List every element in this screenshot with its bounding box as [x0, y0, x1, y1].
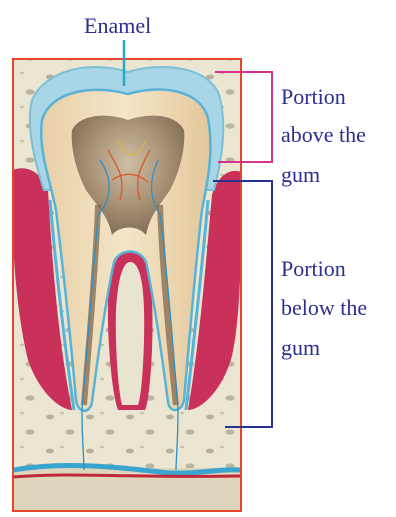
below-gum-label-line-1: Portion [281, 258, 346, 280]
below-gum-label-line-2: below the [281, 297, 367, 319]
tooth-artwork [13, 59, 241, 512]
blood-vessel [13, 475, 241, 477]
below-gum-label-line-3: gum [281, 337, 320, 359]
above-gum-label-line-3: gum [281, 164, 320, 186]
bone-inter-root [116, 262, 144, 405]
enamel-label: Enamel [84, 15, 151, 37]
above-gum-label-line-2: above the [281, 124, 366, 146]
above-gum-label-line-1: Portion [281, 86, 346, 108]
